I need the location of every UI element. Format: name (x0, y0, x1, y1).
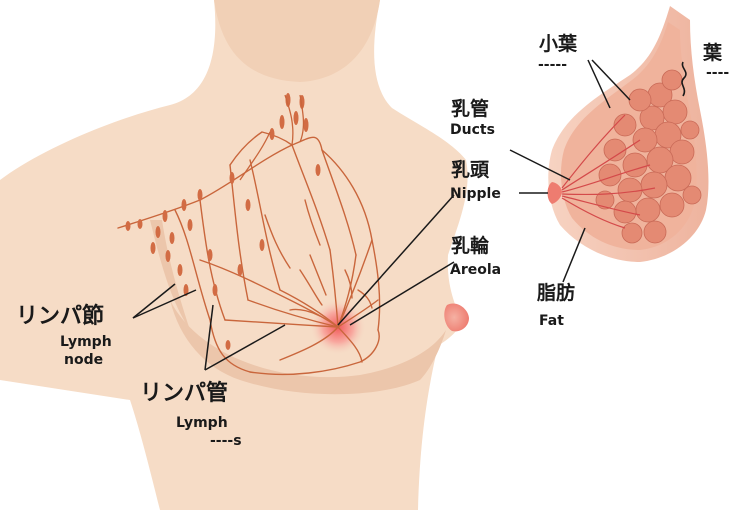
lymph-vessels-en-label-line2: ----s (210, 434, 242, 448)
ducts-jp-label: 乳管 (451, 100, 489, 119)
areola-jp-label: 乳輪 (451, 237, 489, 256)
lymph-vessels-en-label-line1: Lymph (176, 416, 228, 430)
lymph-vessels-jp-label: リンパ管 (140, 383, 228, 405)
ducts-en-label: Ducts (450, 123, 495, 137)
lymph-node-jp-label: リンパ節 (16, 306, 104, 328)
fat-jp-label: 脂肪 (537, 284, 575, 303)
lobule-en-label: ----- (538, 58, 567, 72)
lymph-node-en-label-line2: node (64, 353, 103, 367)
lobe-en-label: ---- (706, 66, 729, 80)
nipple-jp-label: 乳頭 (451, 161, 489, 180)
lymph-node-en-label-line1: Lymph (60, 335, 112, 349)
lobe-jp-label: 葉 (703, 44, 722, 63)
areola-en-label: Areola (450, 263, 501, 277)
fat-en-label: Fat (539, 314, 564, 328)
nipple-en-label: Nipple (450, 187, 501, 201)
lobule-jp-label: 小葉 (539, 35, 577, 54)
